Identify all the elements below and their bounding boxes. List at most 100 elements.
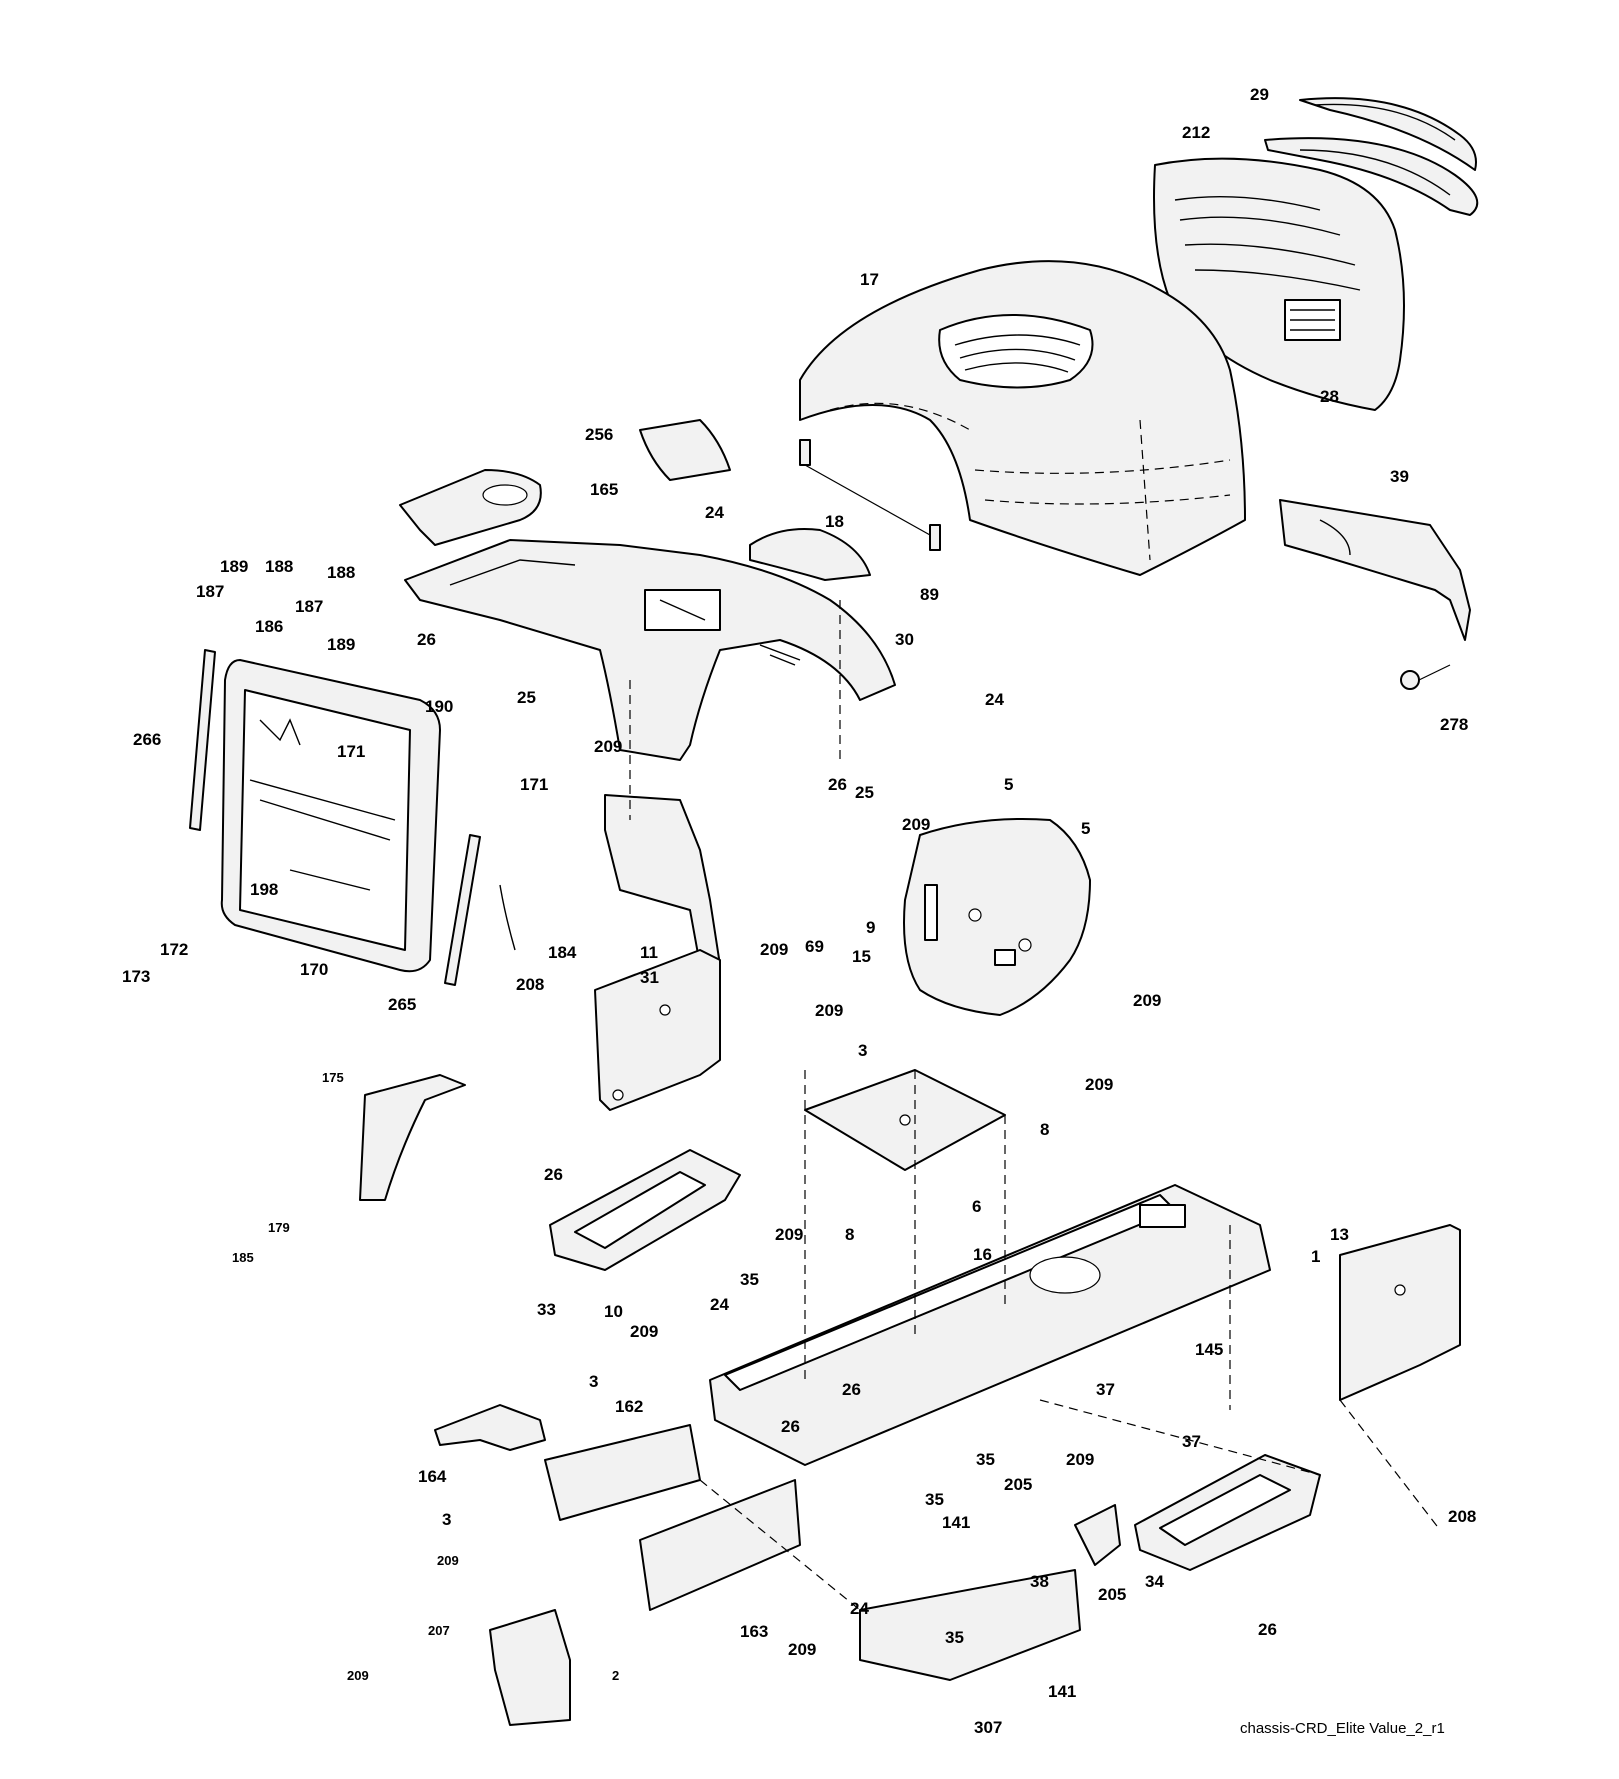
callout-33: 33	[537, 1300, 556, 1319]
callout-145: 145	[1195, 1340, 1223, 1359]
callout-256: 256	[585, 425, 613, 444]
callout-26d: 26	[842, 1380, 861, 1399]
part-6-plate	[804, 1069, 1006, 1171]
callout-207: 207	[428, 1623, 450, 1638]
callout-34: 34	[1145, 1572, 1164, 1591]
part-162-panel	[544, 1424, 701, 1521]
callout-16: 16	[973, 1245, 992, 1264]
callout-179: 179	[268, 1220, 290, 1235]
callout-5b: 5	[1081, 819, 1090, 838]
callout-25b: 25	[855, 783, 874, 802]
callout-266: 266	[133, 730, 161, 749]
callout-38: 38	[1030, 1572, 1049, 1591]
callout-198: 198	[250, 880, 278, 899]
part-18-bumper	[799, 439, 941, 551]
callout-11: 11	[640, 943, 658, 962]
callout-1: 1	[1311, 1247, 1320, 1266]
callout-209d: 209	[1133, 991, 1161, 1010]
callout-15: 15	[852, 947, 871, 966]
callout-37a: 37	[1096, 1380, 1115, 1399]
part-34-footrest	[1134, 1454, 1321, 1571]
callout-29: 29	[1250, 85, 1269, 104]
part-11-side-panel	[594, 949, 721, 1111]
callout-209f: 209	[1085, 1075, 1113, 1094]
callout-212: 212	[1182, 123, 1210, 142]
callout-187b: 187	[295, 597, 323, 616]
callout-172: 172	[160, 940, 188, 959]
callout-209g: 209	[775, 1225, 803, 1244]
callout-189b: 189	[327, 635, 355, 654]
part-33-footrest	[549, 1149, 741, 1271]
callout-37b: 37	[1182, 1432, 1201, 1451]
callout-9: 9	[866, 918, 875, 937]
part-89-shroud	[749, 528, 871, 581]
part-175-shield	[359, 1074, 466, 1201]
part-184-rod	[499, 884, 516, 951]
part-164-plate	[434, 1404, 546, 1451]
callout-17: 17	[860, 270, 879, 289]
part-278-screw	[1400, 664, 1451, 690]
callout-69: 69	[805, 937, 824, 956]
callout-186: 186	[255, 617, 283, 636]
callout-28: 28	[1320, 387, 1339, 406]
callout-205a: 205	[1004, 1475, 1032, 1494]
drawing-caption: chassis-CRD_Elite Value_2_r1	[1240, 1720, 1445, 1737]
callout-209h: 209	[630, 1322, 658, 1341]
callout-209c: 209	[902, 815, 930, 834]
callout-26c: 26	[544, 1165, 563, 1184]
callout-185: 185	[232, 1250, 254, 1265]
callout-26b: 26	[828, 775, 847, 794]
callout-209i: 209	[1066, 1450, 1094, 1469]
callout-35b: 35	[976, 1450, 995, 1469]
callout-3b: 3	[589, 1372, 598, 1391]
callout-25a: 25	[517, 688, 536, 707]
callout-26a: 26	[417, 630, 436, 649]
callout-189a: 189	[220, 557, 248, 576]
callout-171b: 171	[520, 775, 548, 794]
part-13-side-panel	[1339, 1224, 1461, 1401]
callout-205b: 205	[1098, 1585, 1126, 1604]
callout-141b: 141	[1048, 1682, 1076, 1701]
part-163-panel	[639, 1479, 801, 1611]
callout-13: 13	[1330, 1225, 1349, 1244]
part-307-plate	[859, 1569, 1081, 1681]
part-1-frame	[709, 1184, 1271, 1466]
callout-8a: 8	[1040, 1120, 1049, 1139]
callout-307: 307	[974, 1718, 1002, 1737]
callout-24c: 24	[710, 1295, 729, 1314]
part-165-cover	[399, 469, 542, 546]
callout-163: 163	[740, 1622, 768, 1641]
callout-190: 190	[425, 697, 453, 716]
callout-278: 278	[1440, 715, 1468, 734]
callout-8b: 8	[845, 1225, 854, 1244]
part-17-hood	[799, 260, 1246, 576]
callout-31: 31	[640, 968, 659, 987]
callout-24b: 24	[985, 690, 1004, 709]
callout-188b: 188	[327, 563, 355, 582]
callout-209a: 209	[594, 737, 622, 756]
assembly-lines	[629, 600, 1441, 1611]
part-170-panel	[220, 659, 441, 973]
callout-265: 265	[388, 995, 416, 1014]
part-265-rail	[444, 834, 481, 986]
part-30-fender	[404, 539, 896, 761]
callout-164: 164	[418, 1467, 447, 1486]
callout-165: 165	[590, 480, 618, 499]
callout-3c: 3	[442, 1510, 451, 1529]
callout-35c: 35	[925, 1490, 944, 1509]
part-31-bracket	[604, 794, 721, 966]
part-266-rail	[189, 649, 216, 831]
callout-26f: 26	[1258, 1620, 1277, 1639]
part-212-grille	[1264, 137, 1479, 216]
callout-141a: 141	[942, 1513, 970, 1532]
callout-209l: 209	[788, 1640, 816, 1659]
callout-labels: 29 212 17 28 18 89 256 165 24 39 278 30 …	[122, 85, 1476, 1737]
callout-162: 162	[615, 1397, 643, 1416]
callout-208b: 208	[1448, 1507, 1476, 1526]
callout-35d: 35	[945, 1628, 964, 1647]
callout-175: 175	[322, 1070, 344, 1085]
callout-173: 173	[122, 967, 150, 986]
callout-30: 30	[895, 630, 914, 649]
part-29-grille-strip	[1299, 97, 1477, 171]
